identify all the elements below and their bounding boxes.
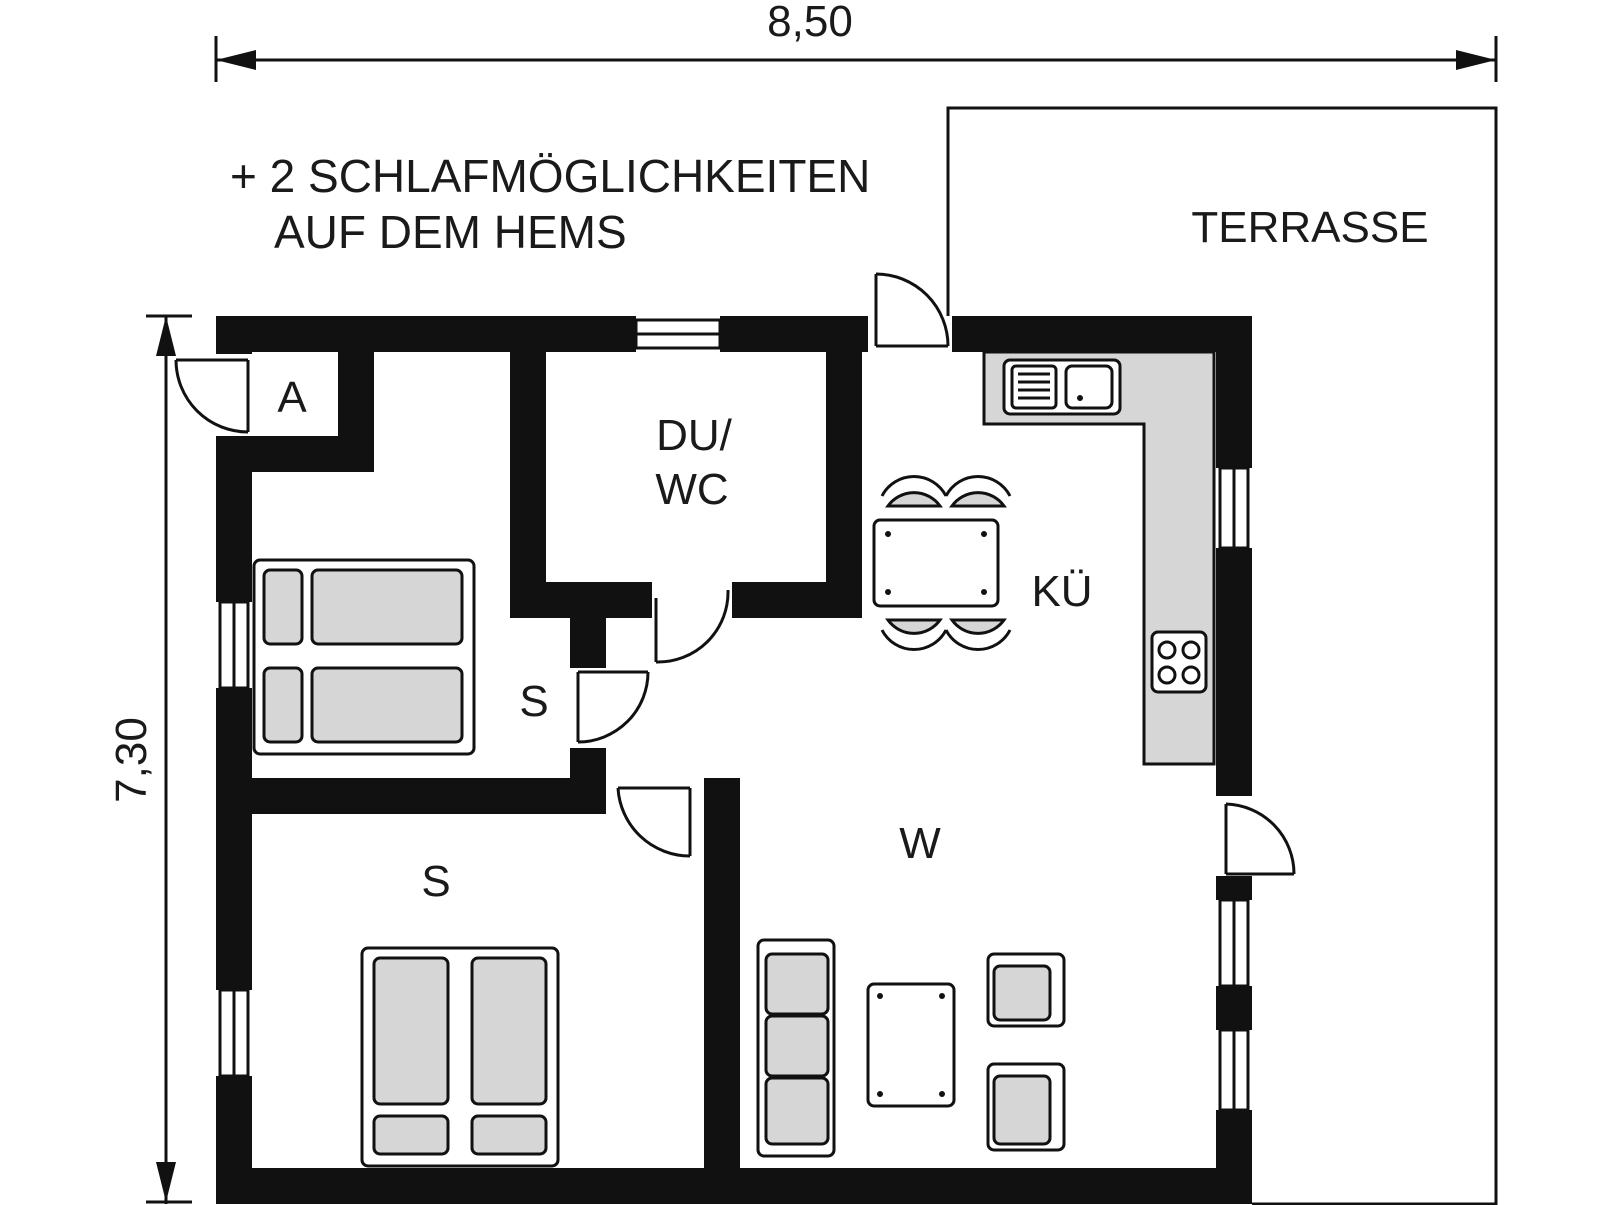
exterior-walls bbox=[216, 316, 1252, 1204]
width-label: 8,50 bbox=[767, 0, 853, 46]
room-label-kitchen: KÜ bbox=[1031, 567, 1092, 616]
windows bbox=[218, 318, 1250, 1112]
terrace-label: TERRASSE bbox=[1191, 203, 1428, 252]
door-bathroom-icon bbox=[654, 589, 730, 664]
interior-walls bbox=[216, 316, 862, 1204]
door-bedroom1-icon bbox=[576, 670, 650, 744]
armchair-2 bbox=[986, 1062, 1066, 1152]
room-label-bedroom2: S bbox=[421, 857, 450, 906]
arrow-left-icon bbox=[216, 50, 256, 70]
door-storage-icon bbox=[174, 358, 250, 434]
width-dimension: 8,50 bbox=[214, 0, 1498, 82]
armchair-1 bbox=[986, 952, 1066, 1028]
coffee-table bbox=[866, 982, 956, 1108]
door-terrace-icon bbox=[1224, 802, 1296, 876]
sink-icon bbox=[1002, 358, 1122, 416]
door-bedroom2-icon bbox=[616, 786, 692, 858]
sofa bbox=[756, 938, 836, 1158]
room-label-storage: A bbox=[277, 373, 307, 422]
double-bed bbox=[360, 946, 560, 1168]
arrow-down-icon bbox=[156, 1162, 176, 1202]
dining-table bbox=[872, 474, 1012, 652]
room-label-bathroom-line2: WC bbox=[655, 465, 728, 514]
height-dimension: 7,30 bbox=[107, 314, 192, 1204]
loft-note-line1: + 2 SCHLAFMÖGLICHKEITEN bbox=[230, 150, 870, 202]
stove-icon bbox=[1150, 630, 1208, 694]
terrace: TERRASSE bbox=[946, 106, 1498, 1205]
room-label-bathroom-line1: DU/ bbox=[656, 411, 733, 460]
arrow-right-icon bbox=[1456, 50, 1496, 70]
room-label-living: W bbox=[899, 819, 941, 868]
room-label-bedroom1: S bbox=[519, 677, 548, 726]
height-label: 7,30 bbox=[107, 717, 156, 803]
arrow-up-icon bbox=[156, 316, 176, 356]
bunk-bed bbox=[252, 558, 476, 756]
kitchen-counter bbox=[982, 350, 1216, 766]
loft-note-line2: AUF DEM HEMS bbox=[274, 206, 627, 258]
doors bbox=[174, 272, 1296, 876]
door-front-icon bbox=[874, 272, 950, 348]
